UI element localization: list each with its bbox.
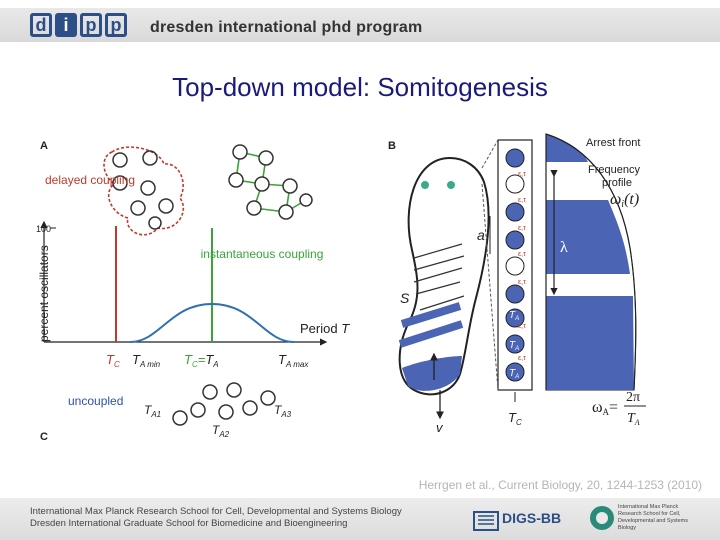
- ta3-label: TA3: [274, 403, 292, 419]
- logo-letter-p1: p: [80, 13, 102, 37]
- oscillator-column: ε,τ ε,τ ε,τ ε,τ ε,τ ε,τ ε,τ TA TA TA: [481, 139, 533, 402]
- ta-in-column-3: TA: [509, 368, 519, 380]
- panel-b-label: B: [388, 140, 396, 152]
- s-label: S: [400, 290, 410, 306]
- slide-title: Top-down model: Somitogenesis: [172, 72, 548, 102]
- column-tc-label: TC: [508, 410, 522, 427]
- somitogenesis-figure: A delayed coupling instantaneous cou: [36, 133, 646, 443]
- eps-tau-4: ε,τ: [518, 251, 526, 258]
- header: d i p p dresden international phd progra…: [0, 0, 720, 44]
- program-name: dresden international phd program: [150, 19, 423, 36]
- omega-i-label: ωi(t): [610, 191, 639, 210]
- tcta-axis-label: TC=TA: [184, 352, 219, 369]
- footer-line-2: Dresden International Graduate School fo…: [30, 518, 348, 529]
- eps-tau-6: ε,τ: [518, 323, 526, 330]
- digs-bb-label: DIGS-BB: [502, 510, 562, 526]
- two-pi-label: 2π: [626, 390, 640, 405]
- instantaneous-coupling-label: instantaneous coupling: [201, 247, 324, 261]
- panel-a-label: A: [40, 140, 48, 152]
- logo-letter-d: d: [30, 13, 52, 37]
- footer: International Max Planck Research School…: [0, 498, 720, 540]
- ta1-label: TA1: [144, 403, 161, 419]
- mpi-logo-icon: [590, 506, 614, 530]
- embryo: [398, 156, 490, 420]
- eps-tau-7: ε,τ: [518, 355, 526, 362]
- eps-tau-1: ε,τ: [518, 171, 526, 178]
- instantaneous-coupling-cluster: [228, 144, 313, 220]
- omega-a-label: ωA=: [592, 399, 618, 417]
- ta-in-column-1: TA: [509, 310, 519, 322]
- arrest-front-label: Arrest front: [586, 137, 640, 149]
- period-label: Period T: [300, 321, 350, 336]
- period-distribution-curve: [129, 302, 295, 343]
- panel-a-axes: [40, 220, 328, 346]
- v-label: v: [436, 420, 444, 435]
- logo-letter-p2: p: [105, 13, 127, 37]
- tc-axis-label: TC: [106, 352, 120, 369]
- panel-a-y100: 100: [36, 224, 51, 234]
- frequency-profile: [545, 133, 637, 391]
- ta2-label: TA2: [212, 423, 230, 439]
- logo-letter-i: i: [55, 13, 77, 37]
- lambda-label: λ: [560, 239, 568, 256]
- eps-tau-3: ε,τ: [518, 225, 526, 232]
- uncoupled-label: uncoupled: [68, 394, 123, 408]
- a-label: a: [477, 227, 485, 243]
- dipp-logo: d i p p: [30, 13, 127, 37]
- eps-tau-2: ε,τ: [518, 197, 526, 204]
- ta-in-column-2: TA: [509, 340, 519, 352]
- tamin-axis-label: TA min: [132, 352, 161, 369]
- t-a-denominator: TA: [627, 411, 640, 427]
- tamax-axis-label: TA max: [278, 352, 309, 369]
- panel-a-ylabel: percent oscillators: [37, 245, 51, 342]
- mpi-logo-text: International Max Planck Research School…: [618, 504, 689, 531]
- footer-line-1: International Max Planck Research School…: [30, 506, 402, 517]
- citation: Herrgen et al., Current Biology, 20, 124…: [418, 478, 702, 492]
- delayed-coupling-label: delayed coupling: [45, 173, 135, 187]
- panel-c-label: C: [40, 431, 48, 443]
- delayed-coupling-cluster: delayed coupling: [45, 146, 185, 236]
- digs-bb-logo-icon: [473, 511, 499, 531]
- uncoupled-oscillators: [172, 382, 276, 426]
- eps-tau-5: ε,τ: [518, 279, 526, 286]
